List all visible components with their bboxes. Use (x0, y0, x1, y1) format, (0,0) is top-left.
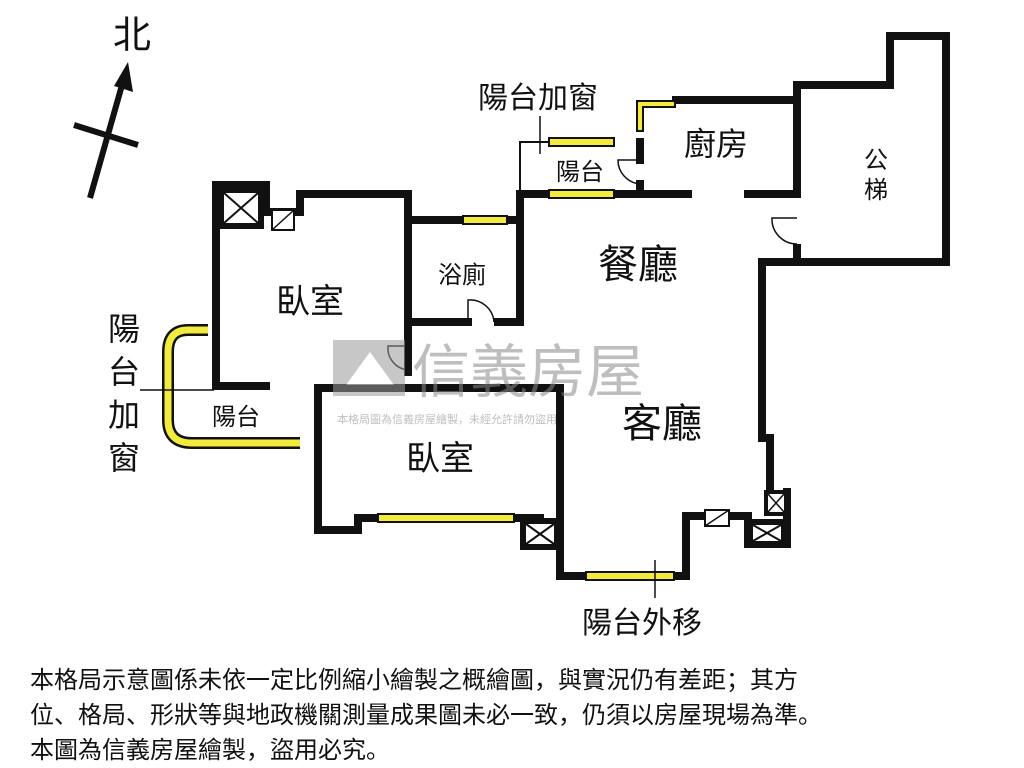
balcony-railing (519, 141, 548, 190)
living-bottom-left-wall (556, 516, 589, 580)
label-kitchen: 廚房 (684, 125, 748, 163)
kitchen-corner-window (636, 100, 676, 132)
living-bottom-right-wall (671, 512, 709, 580)
label-bedroom-1: 臥室 (276, 282, 344, 322)
floor-plan: 北 (73, 13, 950, 641)
compass-cross-line (73, 122, 139, 148)
label-elevator-1: 公 (864, 146, 888, 174)
left-balcony-window (164, 326, 300, 447)
label-vertical-3: 加 (108, 396, 140, 434)
label-balcony-left: 陽台 (212, 403, 260, 431)
label-balcony-moved: 陽台外移 (582, 606, 702, 641)
windows (162, 100, 676, 581)
disclaimer-line-1: 本格局示意圖係未依一定比例縮小繪製之概繪圖，與實況仍有差距；其方 (30, 666, 798, 694)
bedroom1-wall (212, 181, 412, 390)
label-living: 客廳 (622, 401, 702, 447)
bath-door-icon (467, 299, 495, 323)
compass: 北 (73, 13, 151, 199)
disclaimer-line-3: 本圖為信義房屋繪製，盜用必究。 (30, 736, 390, 764)
north-label: 北 (113, 13, 151, 57)
label-bedroom-2: 臥室 (406, 439, 474, 479)
label-elevator-2: 梯 (864, 176, 888, 204)
label-bathroom: 浴廁 (438, 261, 486, 289)
entrance-door-icon (771, 217, 798, 245)
watermark: 信義房屋 本格局圖為信義房屋繪製，未經允許請勿盜用 (333, 338, 644, 426)
label-vertical-4: 窗 (108, 439, 140, 477)
label-balcony-small: 陽台 (556, 158, 604, 186)
room-labels: 陽台加窗 廚房 公 梯 陽台 餐廳 浴廁 臥室 陽 台 加 窗 陽台 客廳 臥室… (108, 81, 888, 641)
callout-lines (140, 116, 656, 598)
watermark-notice: 本格局圖為信義房屋繪製，未經允許請勿盜用 (337, 412, 557, 426)
label-vertical-2: 台 (108, 353, 140, 391)
watermark-brand: 信義房屋 (412, 338, 644, 406)
elevator-wall (793, 32, 950, 266)
label-dining: 餐廳 (598, 242, 678, 288)
label-vertical-1: 陽 (108, 310, 140, 348)
bath-right-wall (494, 190, 552, 326)
label-balcony-window-top: 陽台加窗 (478, 81, 598, 116)
shafts (218, 187, 788, 550)
compass-arrowhead-icon (114, 62, 133, 92)
balcony-door-icon (617, 159, 641, 185)
walls (212, 32, 950, 580)
right-living-wall (758, 258, 801, 496)
disclaimer-line-2: 位、格局、形狀等與地政機關測量成果圖未必一致，仍須以房屋現場為準。 (30, 701, 822, 729)
